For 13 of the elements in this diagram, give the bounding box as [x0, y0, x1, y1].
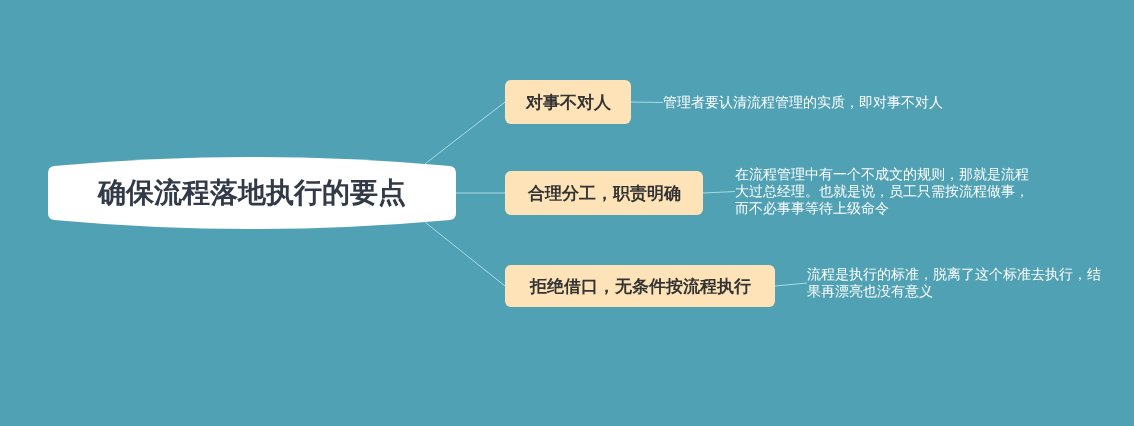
subtopic-box: 合理分工，职责明确 — [505, 171, 703, 215]
note-text: 管理者要认清流程管理的实质，即对事不对人 — [663, 94, 943, 111]
note-text: 流程是执行的标准，脱离了这个标准去执行，结果再漂亮也没有意义 — [807, 266, 1107, 300]
note-text: 在流程管理中有一个不成文的规则，那就是流程大过总经理。也就是说，员工只需按流程做事，而不必事事等待上级命令 — [735, 166, 1035, 217]
connector-line — [455, 192, 506, 194]
subtopic-box: 拒绝借口，无条件按流程执行 — [505, 265, 775, 307]
central-topic-title: 确保流程落地执行的要点 — [98, 175, 406, 211]
connector-line — [630, 101, 664, 103]
connector-line — [702, 191, 736, 194]
connector-line — [424, 101, 506, 165]
subtopic-box: 对事不对人 — [505, 80, 631, 124]
connector-line — [774, 282, 808, 287]
connector-line — [424, 221, 506, 287]
